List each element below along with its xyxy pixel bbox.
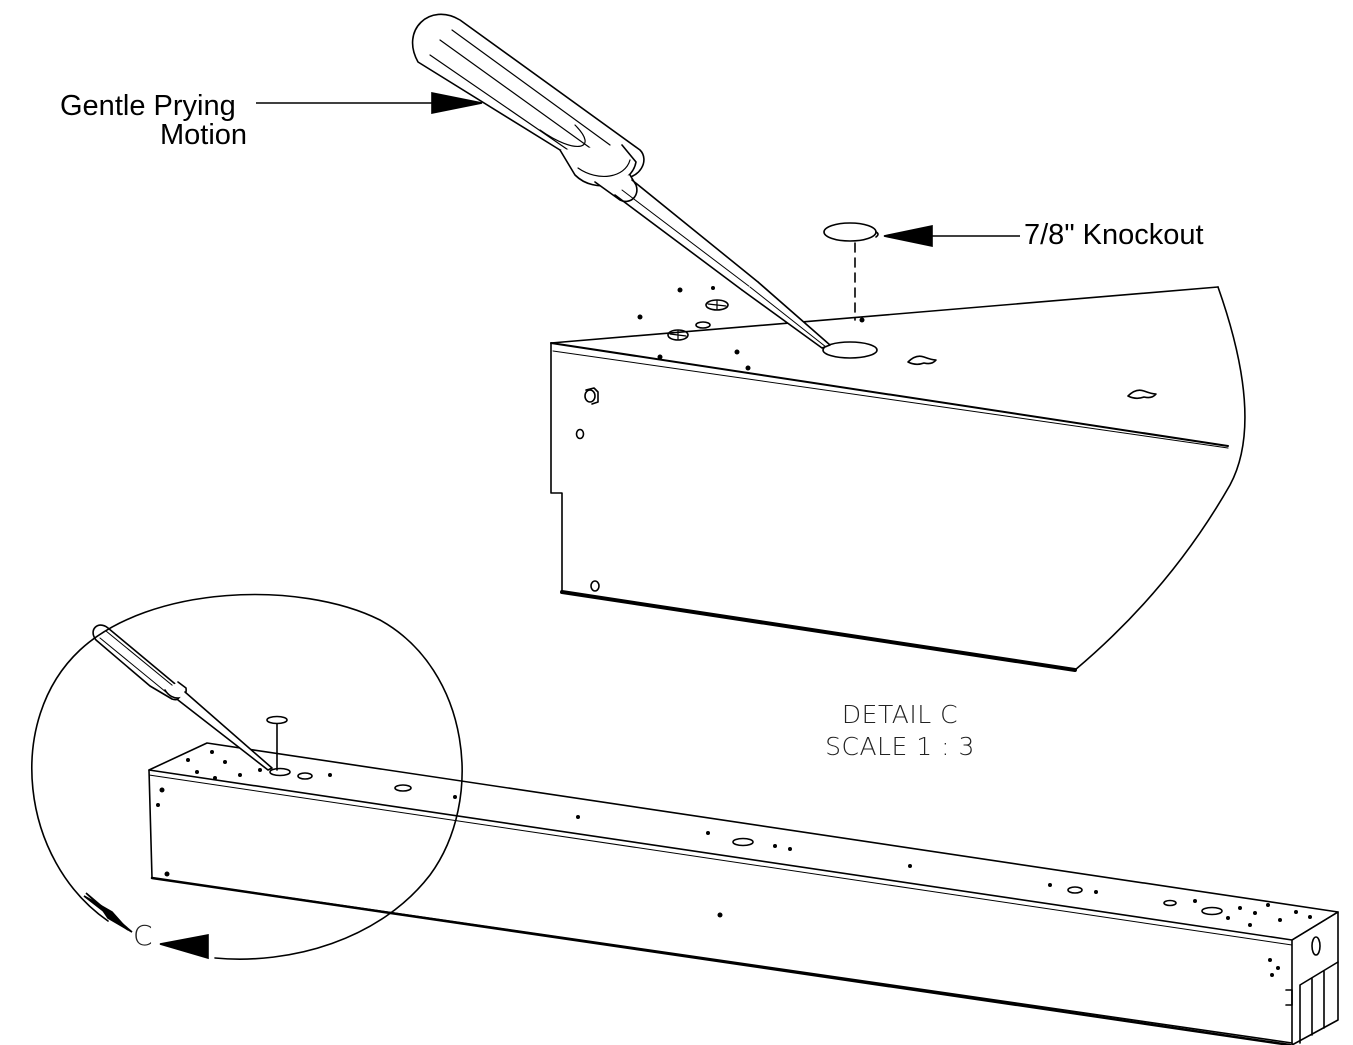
knockout-arrowhead <box>883 225 933 247</box>
detail-scale: SCALE 1 : 3 <box>825 732 975 761</box>
knockout-callout: 7/8" Knockout <box>1024 219 1204 251</box>
full-small-holes <box>156 750 1312 977</box>
detail-arrow-1-head <box>85 892 133 933</box>
screwdriver-large <box>411 13 831 349</box>
detail-circle <box>31 593 463 960</box>
prying-arrowhead <box>431 92 483 114</box>
prying-callout-line1: Gentle Prying <box>60 90 236 122</box>
detail-marker: C <box>132 919 154 952</box>
screwdriver-small <box>92 624 273 771</box>
full-enclosure <box>148 742 1339 1045</box>
knockout-disc <box>823 222 879 321</box>
detail-arrow-2 <box>159 934 209 960</box>
detail-enclosure <box>550 286 1246 672</box>
prying-callout-line2: Motion <box>160 119 248 151</box>
full-knockout-disc <box>266 715 288 771</box>
detail-small-holes <box>637 286 865 371</box>
detail-title: DETAIL C <box>841 700 959 729</box>
full-top-holes <box>269 767 1223 916</box>
callout-arrows <box>83 92 1020 960</box>
detail-side-features <box>575 387 600 592</box>
detail-top-holes <box>667 299 1157 400</box>
